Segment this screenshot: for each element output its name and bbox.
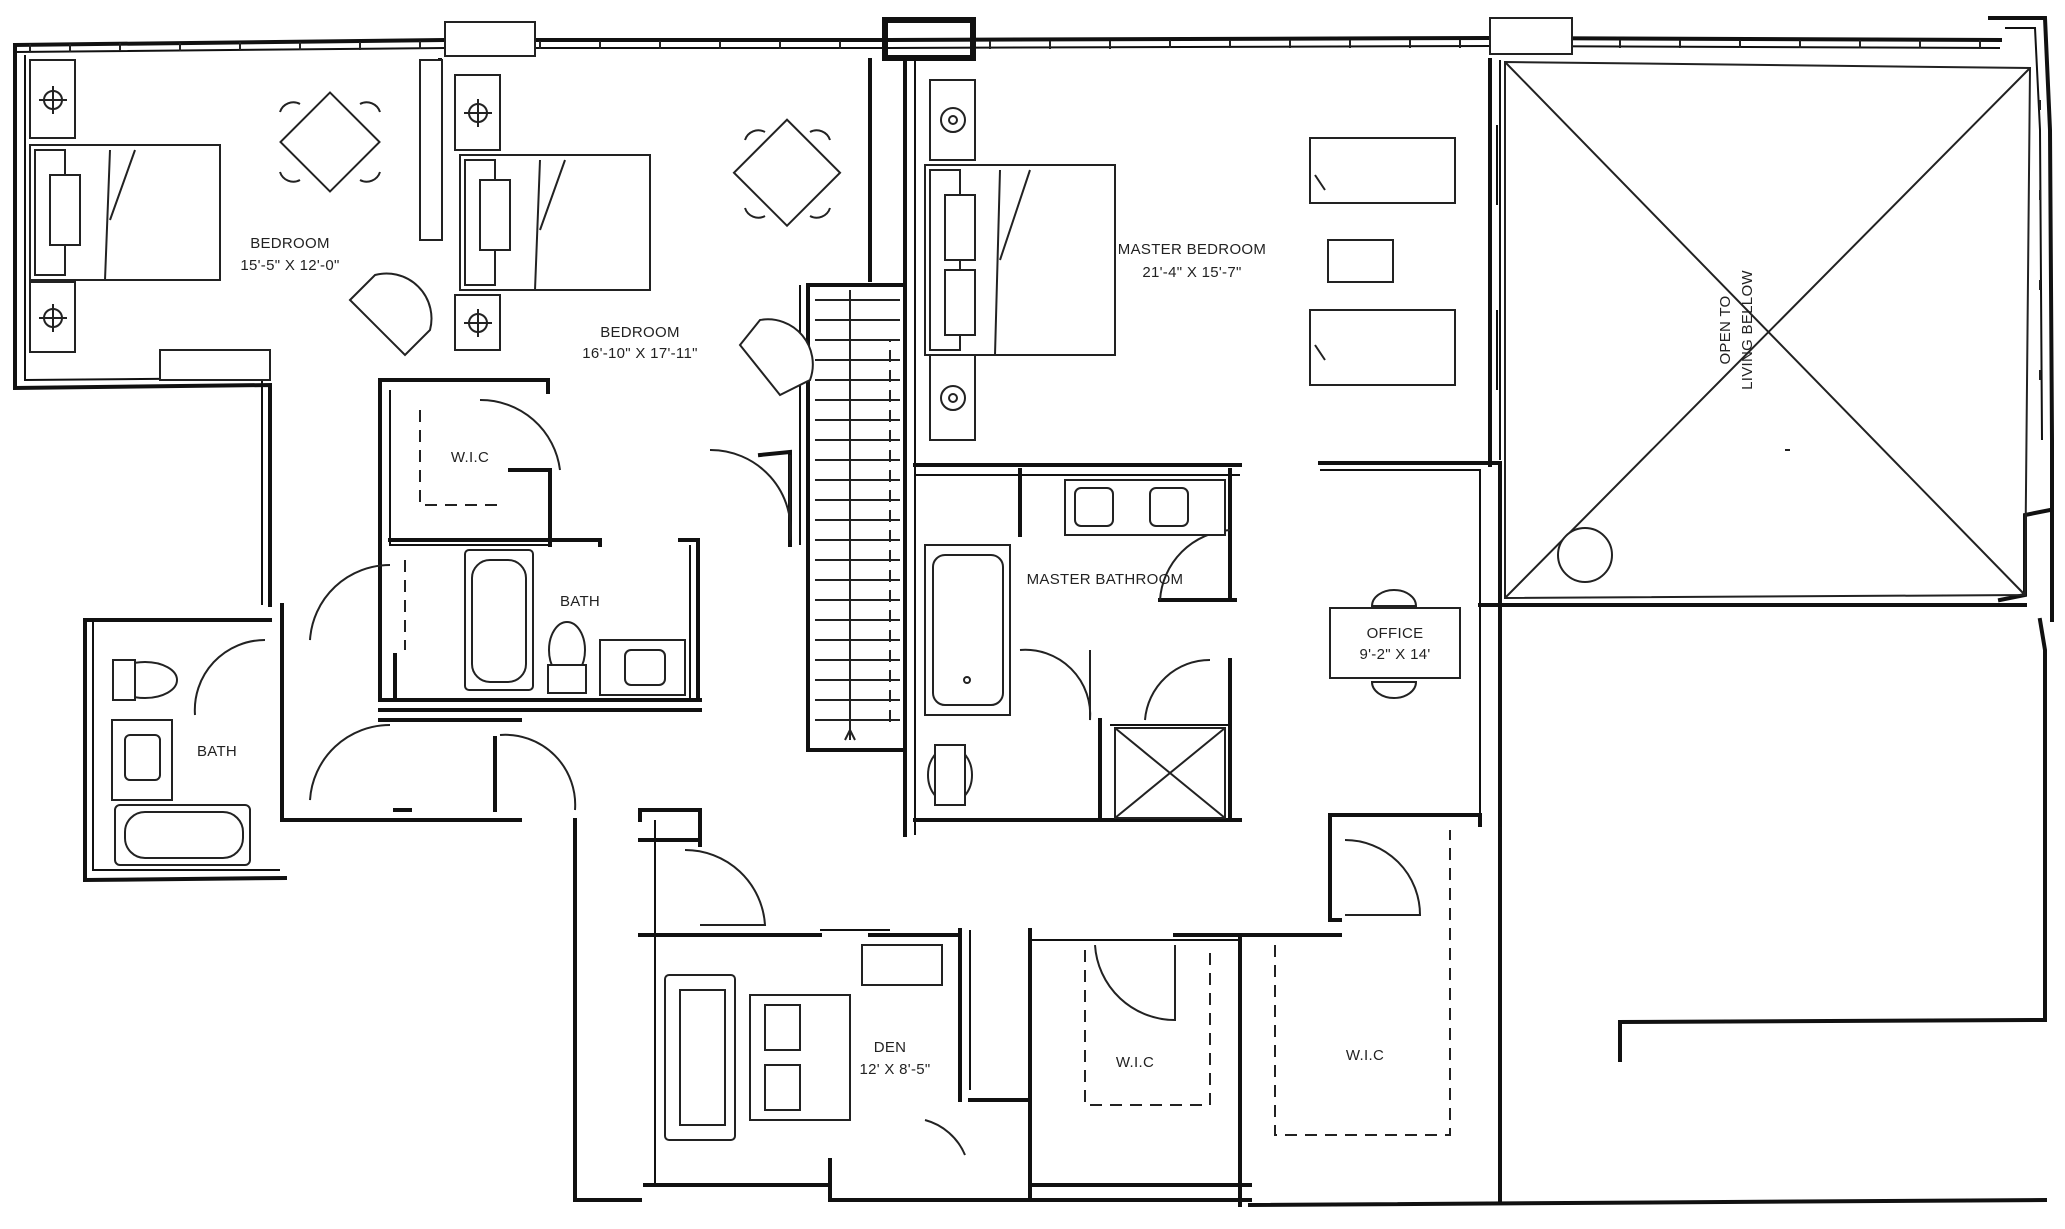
exterior-walls bbox=[12, 16, 2054, 1062]
bedroom-1-size: 15'-5" X 12'-0" bbox=[240, 257, 339, 274]
bedroom-1-name: BEDROOM bbox=[250, 235, 330, 252]
den-furniture bbox=[664, 944, 943, 1141]
interior-walls bbox=[280, 58, 2048, 1208]
bath-2-name: BATH bbox=[560, 593, 600, 610]
master-bedroom-name: MASTER BEDROOM bbox=[1118, 241, 1266, 258]
den-size: 12' X 8'-5" bbox=[859, 1061, 930, 1078]
office-size: 9'-2" X 14' bbox=[1359, 646, 1430, 663]
wic-3-name: W.I.C bbox=[1346, 1047, 1384, 1064]
bath-fixtures bbox=[111, 479, 1226, 866]
closet-shelves bbox=[404, 339, 1451, 1136]
master-bedroom-size: 21'-4" X 15'-7" bbox=[1142, 264, 1241, 281]
wic-2-name: W.I.C bbox=[1116, 1054, 1154, 1071]
bedroom-2-size: 16'-10" X 17'-11" bbox=[582, 345, 697, 362]
office-furniture bbox=[1329, 589, 1461, 699]
doors bbox=[193, 398, 1790, 1156]
bath-1-name: BATH bbox=[197, 743, 237, 760]
bedroom-2-name: BEDROOM bbox=[600, 324, 680, 341]
office-name: OFFICE bbox=[1367, 625, 1424, 642]
master-bathroom-name: MASTER BATHROOM bbox=[1027, 571, 1184, 588]
wic-1-name: W.I.C bbox=[451, 449, 489, 466]
open-to-below-line-1: OPEN TO bbox=[1717, 295, 1734, 364]
open-to-below-line-2: LIVING BELLOW bbox=[1739, 270, 1756, 390]
den-name: DEN bbox=[874, 1039, 907, 1056]
staircase bbox=[815, 290, 900, 741]
bedroom-1-furniture bbox=[29, 59, 433, 381]
room-labels: BEDROOM 15'-5" X 12'-0" BEDROOM 16'-10" … bbox=[197, 235, 1756, 1078]
master-bedroom-furniture bbox=[924, 79, 1456, 441]
open-to-below-void bbox=[1496, 60, 2041, 600]
bedroom-2-furniture bbox=[454, 74, 842, 397]
